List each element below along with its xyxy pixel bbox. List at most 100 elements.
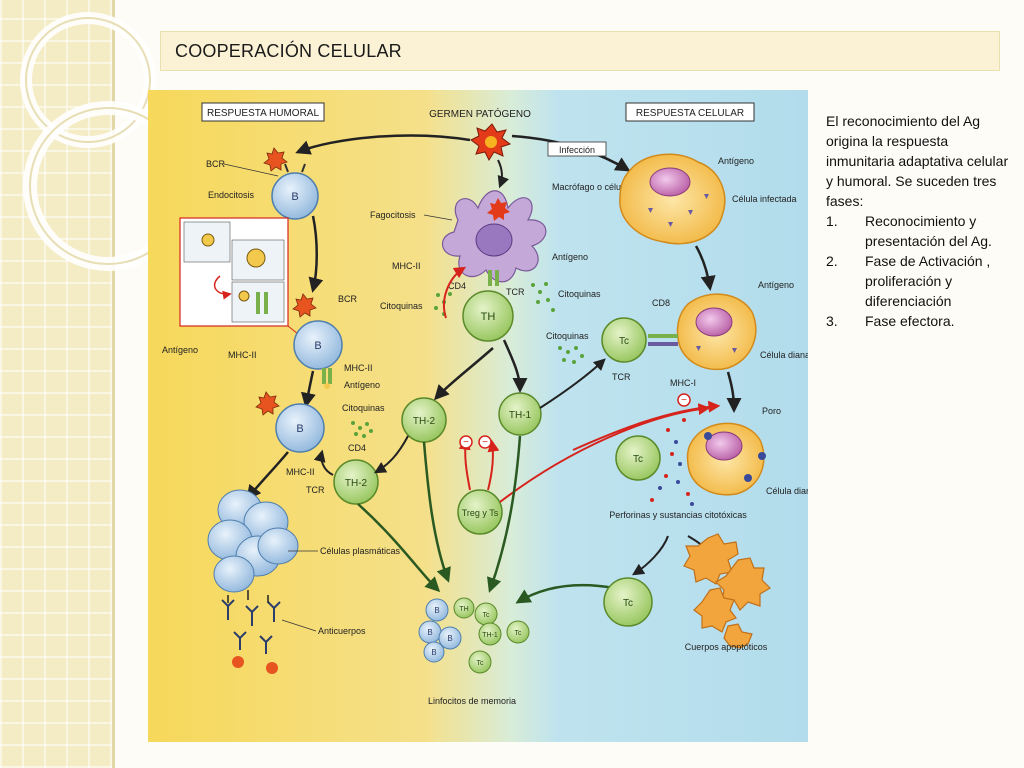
bcr-label-1: BCR [206, 159, 226, 169]
phase-item: 2. Fase de Activación , proliferación y d… [826, 251, 1010, 311]
svg-text:−: − [463, 437, 469, 448]
infected-cell [619, 153, 726, 245]
target-cell-1 [676, 293, 757, 371]
arrow-th2b-b3 [313, 449, 334, 476]
memory-lymphocytes: B TH Tc B B TH-1 Tc B Tc [418, 597, 530, 674]
title-bar: COOPERACIÓN CELULAR [160, 31, 1000, 71]
antibody-antigen-complexes [232, 656, 278, 674]
svg-text:Treg y Ts: Treg y Ts [462, 508, 499, 518]
phase-text: Fase de Activación , proliferación y dif… [865, 253, 991, 309]
plasma-cells [207, 489, 299, 593]
arrow-pathogen-to-b [295, 134, 471, 155]
cytokine-dots-2 [434, 282, 584, 364]
perforin-dots [650, 418, 694, 506]
inhibit-markers: − − − [459, 393, 691, 449]
pore-label: Poro [762, 406, 781, 416]
macrophage [442, 190, 547, 286]
svg-text:Tc: Tc [477, 660, 485, 667]
th-cell: TH [462, 290, 514, 342]
fagocitosis-label: Fagocitosis [370, 210, 416, 220]
plasma-cells-label: Células plasmáticas [320, 546, 401, 556]
tcr-label-right: TCR [612, 372, 631, 382]
svg-text:Infección: Infección [559, 145, 595, 155]
antibodies [221, 599, 281, 654]
phase-text: Fase efectora. [865, 313, 955, 329]
target-cell-label-2: Célula diana [766, 486, 808, 496]
svg-text:−: − [482, 437, 488, 448]
svg-text:Tc: Tc [623, 598, 633, 609]
infected-cell-label: Célula infectada [732, 194, 797, 204]
svg-text:TH-1: TH-1 [482, 632, 498, 639]
arrow-th2a-memory [422, 441, 451, 583]
b-cell-1: B [263, 147, 319, 220]
svg-text:Tc: Tc [515, 630, 523, 637]
svg-text:B: B [314, 340, 321, 352]
apoptotic-bodies [683, 533, 771, 649]
th2-cell-a: TH-2 [401, 397, 447, 443]
decorative-circles [20, 12, 160, 271]
arrow-treg-inhibit-2 [487, 439, 500, 491]
arrow-th2-memory [357, 503, 441, 593]
svg-text:B: B [291, 191, 298, 203]
svg-text:Tc: Tc [483, 612, 491, 619]
strip-edge [112, 0, 115, 768]
svg-text:Tc: Tc [619, 336, 629, 347]
phase-item: 3.Fase efectora. [826, 311, 1010, 331]
phase-item: 1. Reconocimiento y presentación del Ag. [826, 211, 1010, 251]
mhc2-label-left: MHC-II [228, 350, 257, 360]
arrow-infected-diana [694, 245, 716, 291]
pathogen-icon [470, 123, 512, 162]
antigen-label-b: Antígeno [344, 380, 380, 390]
arrow-th1-red [572, 400, 721, 451]
infection-label: Infección [547, 141, 607, 157]
cellular-header: RESPUESTA CELULAR [625, 102, 755, 122]
svg-text:B: B [431, 648, 436, 657]
phase-text: Reconocimiento y presentación del Ag. [865, 213, 992, 249]
endocytosis-inset: Endocitosis [179, 190, 289, 327]
cytokine-dots-1 [351, 421, 373, 438]
tcr-label-mid: TCR [506, 287, 525, 297]
arrow-to-tc3 [631, 535, 669, 576]
citoquinas-label-2: Citoquinas [380, 301, 423, 311]
phases-list: 1.Reconocimiento y presentación del Ag. … [826, 211, 1010, 331]
tc-cell-1: Tc [601, 317, 678, 363]
antigen-label-left: Antígeno [162, 345, 198, 355]
phase-number: 1. [826, 213, 838, 229]
svg-text:TH: TH [481, 311, 496, 323]
th2-cell-b: TH-2 [333, 459, 379, 505]
th1-cell: TH-1 [498, 392, 542, 436]
arrow-th1-memory [487, 435, 522, 593]
mhc2-label-b3: MHC-II [286, 467, 315, 477]
tcr-label-left: TCR [306, 485, 325, 495]
pathogen-header: GERMEN PATÓGENO [429, 107, 531, 120]
immune-cooperation-diagram: RESPUESTA HUMORAL GERMEN PATÓGENO RESPUE… [148, 90, 808, 742]
mhc2-label-mac: MHC-II [392, 261, 421, 271]
arrow-b1-b2 [308, 215, 324, 293]
antigen-label-infected: Antígeno [718, 156, 754, 166]
b-cell-3: B [255, 391, 325, 453]
svg-text:B: B [434, 606, 439, 615]
svg-text:TH-2: TH-2 [413, 416, 436, 427]
arrow-th1-tc [539, 358, 606, 409]
cd4-label-left: CD4 [348, 443, 366, 453]
target-cell-2 [686, 422, 766, 496]
cd8-label: CD8 [652, 298, 670, 308]
arrow-th-th1 [502, 339, 528, 393]
arrow-th-th2 [433, 347, 494, 401]
svg-text:B: B [447, 634, 452, 643]
arrow-b2-b3 [300, 370, 316, 408]
phase-number: 2. [826, 253, 838, 269]
svg-text:B: B [296, 423, 303, 435]
arrow-th2a-th2b [373, 435, 409, 474]
arrow-cytokine-loop [443, 266, 467, 319]
mhc1-label: MHC-I [670, 378, 696, 388]
tc-cell-3: Tc [603, 577, 653, 627]
tc-cell-2: Tc [615, 435, 661, 481]
svg-text:RESPUESTA HUMORAL: RESPUESTA HUMORAL [207, 108, 319, 119]
svg-text:−: − [681, 395, 687, 406]
perforins-label: Perforinas y sustancias citotóxicas [609, 510, 747, 520]
citoquinas-label-3: Citoquinas [558, 289, 601, 299]
antigen-label-diana: Antígeno [758, 280, 794, 290]
treg-cell: Treg y Ts [457, 489, 503, 535]
arrow-pathogen-to-macrophage [497, 159, 509, 189]
